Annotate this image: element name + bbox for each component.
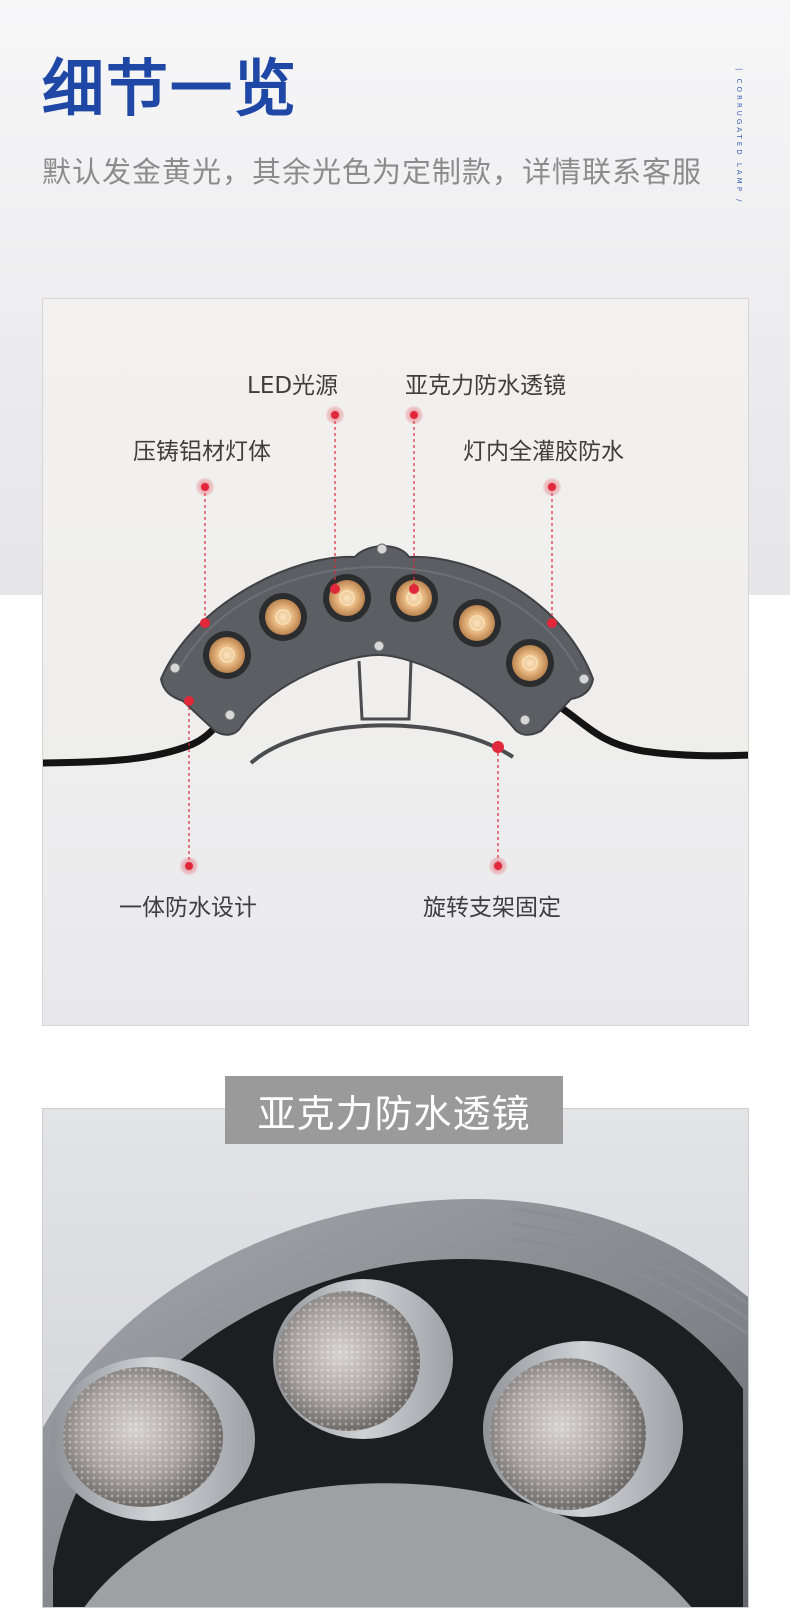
page-title: 细节一览: [42, 52, 299, 125]
closeup-lens-right: [483, 1341, 683, 1517]
callout-die-cast-body: 压铸铝材灯体: [133, 439, 271, 465]
callout-acrylic-lens: 亚克力防水透镜: [405, 373, 566, 399]
closeup-lens-middle: [273, 1279, 453, 1439]
product-diagram-panel: LED光源 亚克力防水透镜 压铸铝材灯体 灯内全灌胶防水 一体防水设计 旋转支架…: [42, 298, 749, 1026]
closeup-banner: 亚克力防水透镜: [225, 1076, 563, 1144]
floor-surface: [43, 759, 748, 1025]
lens-closeup-photo: [42, 1108, 749, 1608]
callout-led-light-source: LED光源: [247, 373, 339, 399]
right-cable: [559, 705, 748, 760]
callout-potting-waterproof: 灯内全灌胶防水: [463, 439, 624, 465]
marker-dots: [180, 406, 561, 875]
lamp-body: [159, 545, 595, 736]
leader-lines: [188, 415, 553, 866]
bracket-stand: [357, 660, 413, 721]
side-vertical-text: | CORRUGATED LAMP /: [735, 68, 743, 205]
lamp-illustration: [43, 406, 748, 1025]
callout-integrated-waterproof: 一体防水设计: [119, 895, 257, 921]
screws: [169, 543, 590, 726]
callout-rotating-bracket: 旋转支架固定: [423, 895, 561, 921]
led-lenses: [203, 574, 554, 687]
closeup-lens-left: [51, 1357, 255, 1521]
bracket-arc: [249, 723, 515, 765]
lens-closeup-illustration: [43, 1109, 748, 1607]
page-subtitle: 默认发金黄光，其余光色为定制款，详情联系客服: [42, 155, 703, 189]
